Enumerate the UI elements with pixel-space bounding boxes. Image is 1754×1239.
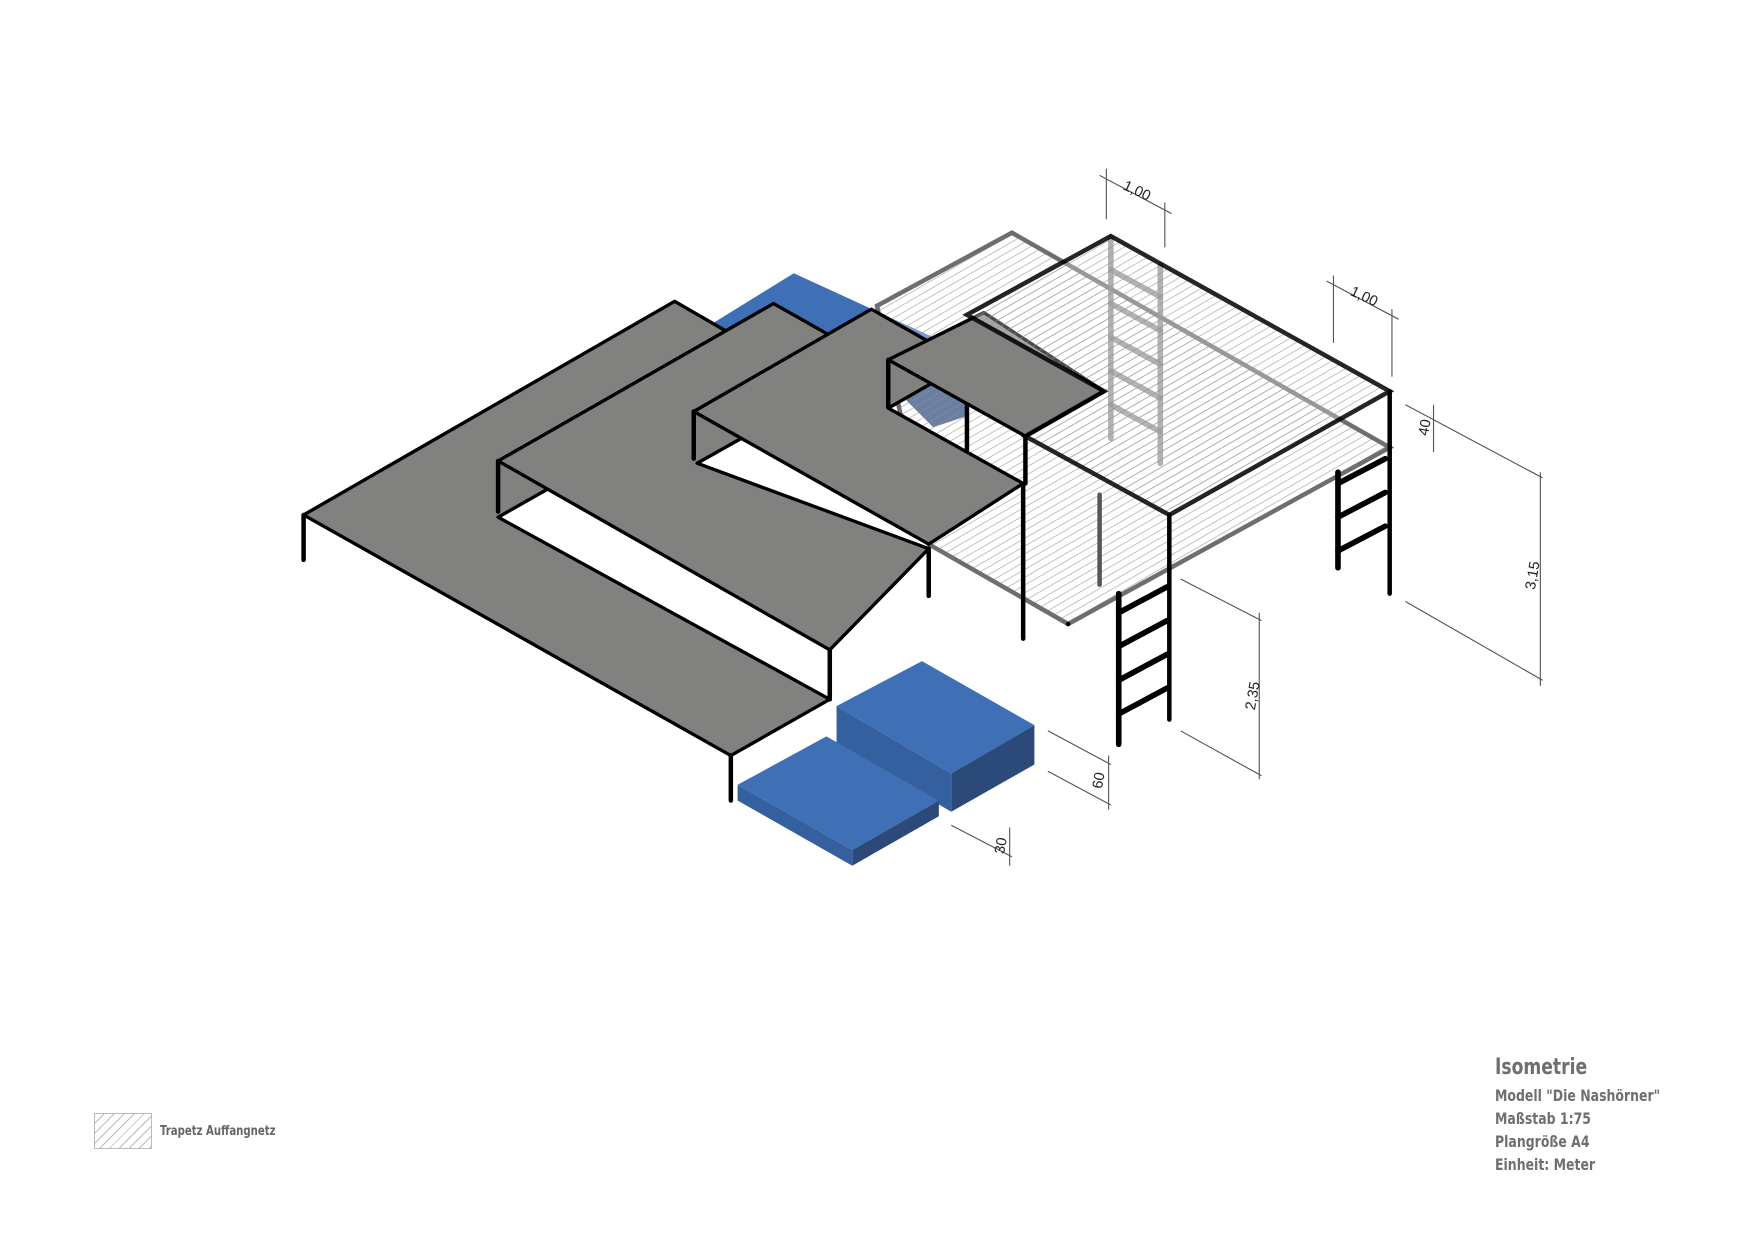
dim-total-height: 3,15 [1523, 560, 1544, 591]
mat-block-low [737, 736, 939, 866]
mat-block-high [836, 661, 1035, 812]
legend-label: Trapetz Auffangnetz [160, 1123, 276, 1139]
unit: Einheit: Meter [1495, 1155, 1596, 1174]
platform-1 [301, 299, 833, 803]
dim-net-gap: 40 [1416, 418, 1435, 437]
scale: Maßstab 1:75 [1495, 1109, 1591, 1128]
upper-net [962, 233, 1395, 722]
legend: Trapetz Auffangnetz [94, 1113, 308, 1149]
dim-block-low: 30 [992, 836, 1011, 855]
dim-block-high: 60 [1090, 771, 1109, 790]
dimension-lines [950, 168, 1543, 866]
drawing-title: Isometrie [1495, 1055, 1588, 1080]
sheet-size: Plangröße A4 [1495, 1132, 1590, 1151]
model-name: Modell "Die Nashörner" [1495, 1086, 1661, 1105]
hatch-swatch-icon [94, 1113, 152, 1149]
right-ladder [1335, 455, 1389, 571]
dim-platform-height: 2,35 [1243, 680, 1264, 711]
front-ladder [1115, 584, 1170, 748]
title-block: Isometrie Modell "Die Nashörner" Maßstab… [1495, 1055, 1660, 1176]
